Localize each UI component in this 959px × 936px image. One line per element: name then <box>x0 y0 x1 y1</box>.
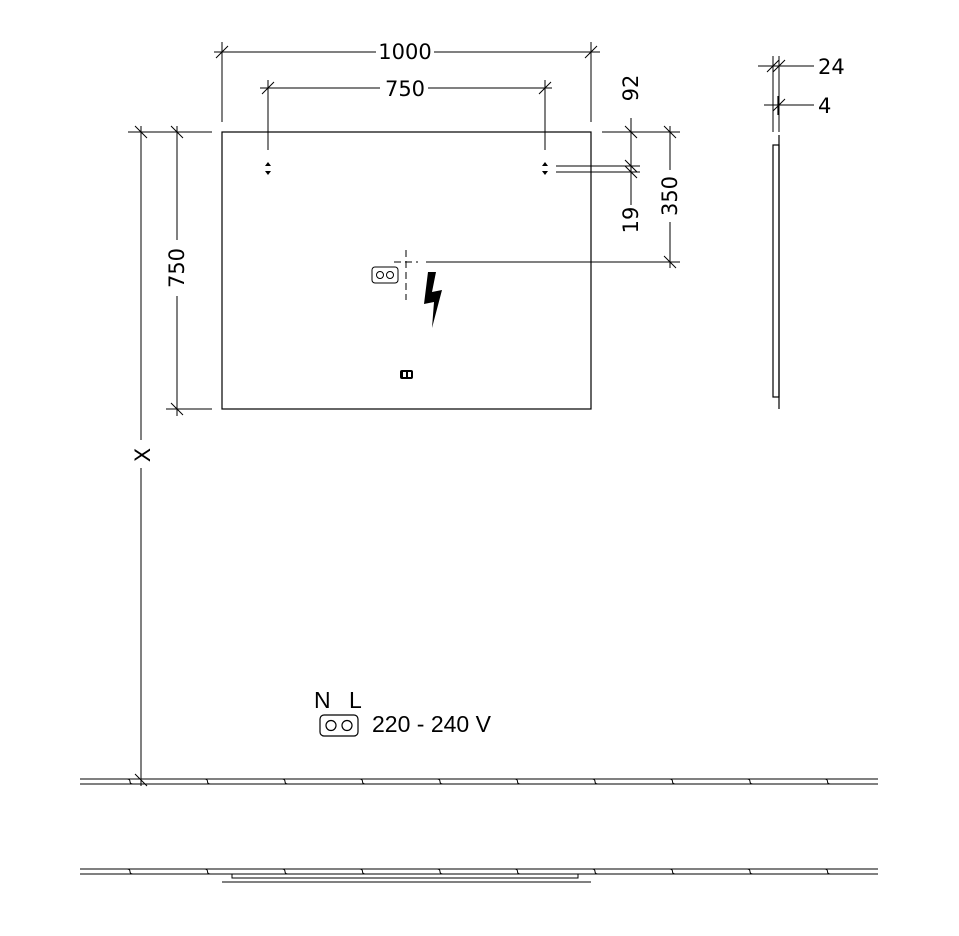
hanger-right-marker <box>542 80 548 175</box>
mirror-side-view <box>772 135 780 409</box>
tile-joint <box>746 868 754 875</box>
dim-mirror-height: 750 <box>165 125 212 416</box>
tile-joint <box>281 868 289 875</box>
dim-hanger-size-label: 19 <box>619 207 643 234</box>
dim-depth-glass-label: 4 <box>818 94 831 118</box>
dim-socket-offset-label: 350 <box>658 176 682 216</box>
tile-joint <box>436 868 444 875</box>
dim-mount-height: X <box>128 125 166 787</box>
mirror-front-outline <box>221 131 592 410</box>
tile-joint <box>359 778 366 785</box>
tile-joint <box>824 868 831 875</box>
neutral-label: N <box>314 687 331 713</box>
tile-joint <box>514 778 521 785</box>
tile-joint <box>591 868 599 875</box>
dim-hanger-size: 19 <box>556 159 643 234</box>
dim-hanger-offset-label: 92 <box>619 75 643 102</box>
tile-joint <box>514 868 521 875</box>
floor-line-lower <box>80 868 878 875</box>
dim-hanger-spacing-label: 750 <box>385 77 425 101</box>
hanger-left-marker <box>265 80 271 175</box>
dim-mount-height-label: X <box>131 448 155 462</box>
dim-hanger-offset: 92 <box>602 75 680 180</box>
dim-depth-total: 24 <box>758 55 845 132</box>
tile-joint <box>359 868 366 875</box>
voltage-label: 220 - 240 V <box>372 711 492 737</box>
live-label: L <box>349 687 362 713</box>
dim-mirror-width-label: 1000 <box>378 40 431 64</box>
dim-depth-total-label: 24 <box>818 55 845 79</box>
tile-joint <box>436 778 444 785</box>
tile-joint <box>281 778 289 785</box>
power-socket-icon <box>371 266 399 284</box>
tile-joint <box>746 778 754 785</box>
tile-joint <box>204 778 211 785</box>
socket-center-mark <box>394 250 418 300</box>
tile-joint <box>824 778 831 785</box>
electrical-legend: N L 220 - 240 V <box>314 687 492 737</box>
tile-joint <box>669 868 676 875</box>
tile-joint <box>669 778 676 785</box>
tile-joint <box>126 868 134 875</box>
dim-hanger-spacing: 750 <box>260 77 552 101</box>
tile-joint <box>204 868 211 875</box>
socket-legend-icon <box>319 714 359 737</box>
dim-mirror-width: 1000 <box>214 40 600 122</box>
dim-depth-glass: 4 <box>764 94 831 118</box>
dim-mirror-height-label: 750 <box>165 248 189 288</box>
sensor-switch-icon <box>400 370 413 379</box>
tile-joint <box>591 778 599 785</box>
dim-socket-offset: 350 <box>426 125 682 269</box>
mirror-top-view <box>222 873 591 883</box>
lightning-bolt-icon <box>424 272 442 328</box>
floor-line-upper <box>80 778 878 785</box>
tile-joint <box>126 778 134 785</box>
